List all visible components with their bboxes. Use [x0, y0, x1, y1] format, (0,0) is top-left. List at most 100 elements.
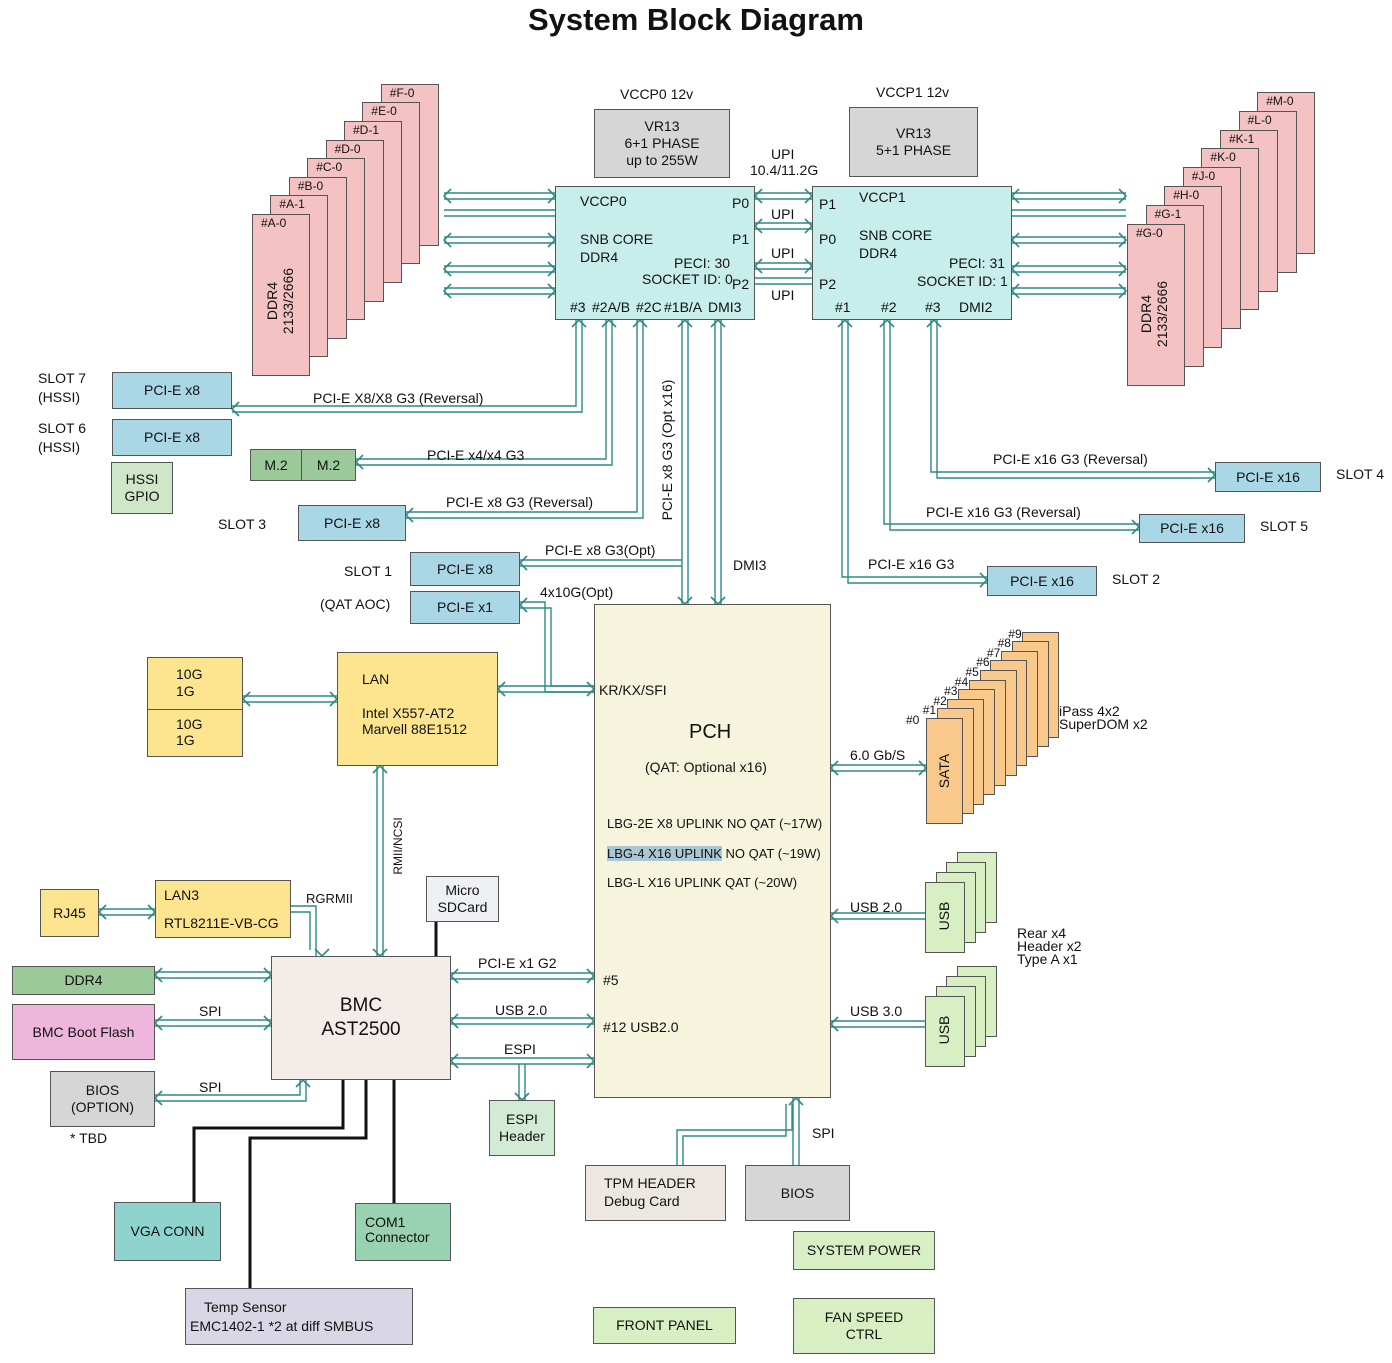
dimm-right-label: #K-1: [1229, 131, 1255, 146]
arrow-head: [547, 188, 557, 204]
sata-rate: 6.0 Gb/S: [850, 747, 906, 763]
bus-x4x4-label: PCI-E x4/x4 G3: [427, 447, 525, 463]
upi-link-1: UPI: [771, 206, 795, 222]
bus-line: [683, 1110, 786, 1165]
pcie-g2-label: PCI-E x1 G2: [478, 955, 557, 971]
slot3-label: SLOT 3: [218, 516, 266, 532]
slot2-pcie-x16: PCI-E x16: [987, 566, 1097, 596]
rmii-ncsi-label: RMII/NCSI: [391, 817, 405, 875]
arrow-head: [1118, 261, 1128, 277]
arrow-head: [295, 1078, 311, 1088]
arrow-head: [442, 232, 452, 248]
arrow-head: [314, 948, 330, 958]
bus-line: [841, 320, 987, 578]
sata-id: #8: [997, 636, 1011, 651]
bus-x16rev-slot5-label: PCI-E x16 G3 (Reversal): [926, 504, 1081, 520]
slot4-label: SLOT 4: [1336, 466, 1384, 482]
slot7-sub: (HSSI): [38, 389, 80, 405]
sata-device: [926, 718, 963, 824]
arrow-head: [601, 318, 617, 328]
arrow-head: [354, 454, 364, 470]
sata-label: SATA: [936, 753, 952, 789]
dimm-right-label: #H-0: [1173, 188, 1200, 203]
sata-id: #2: [933, 693, 947, 708]
arrow-head: [449, 1013, 459, 1029]
vga-conn-box: VGA CONN: [114, 1202, 221, 1261]
sata-id: #5: [965, 665, 979, 679]
arrow-head: [753, 258, 763, 274]
dimm-left-label: #D-1: [353, 123, 380, 137]
dimm-right-label: #L-0: [1247, 112, 1272, 127]
sata-note-1: iPass 4x2: [1059, 703, 1120, 719]
upi-link-3: UPI: [771, 287, 795, 303]
rj45-box: RJ45: [40, 889, 99, 937]
dimm-left-label: #F-0: [389, 85, 415, 100]
dimm-left-label: #E-0: [371, 104, 397, 119]
bios-box: BIOS: [745, 1165, 850, 1221]
sata-note-2: SuperDOM x2: [1059, 716, 1148, 732]
bus-line: [356, 320, 613, 466]
usb-note-1: Rear x4: [1017, 925, 1067, 941]
slot5-pcie-x16: PCI-E x16: [1139, 514, 1245, 543]
arrow-head: [442, 188, 452, 204]
arrow-head: [97, 904, 107, 920]
slot1-label: SLOT 1: [344, 563, 392, 579]
bus-line: [847, 320, 987, 584]
slot7-label: SLOT 7: [38, 370, 86, 386]
sata-id: #4: [954, 674, 969, 689]
usb-label: USB: [936, 1015, 952, 1045]
bus-line: [291, 911, 311, 950]
dimm-right-label: #G-0: [1136, 226, 1163, 240]
ddr4-bmc-box: DDR4: [12, 966, 155, 995]
arrow-head: [829, 908, 839, 924]
arrow-head: [547, 261, 557, 277]
sata-id: #0: [906, 713, 920, 727]
bus-line: [291, 905, 317, 956]
system-power-box: SYSTEM POWER: [793, 1231, 935, 1270]
qat-pcie-x1: PCI-E x1: [410, 591, 520, 624]
arrow-head: [449, 1053, 459, 1069]
bus-x8x8-label: PCI-E X8/X8 G3 (Reversal): [313, 390, 484, 406]
usb-port: [925, 996, 965, 1067]
upi-speed-label: 10.4/11.2G: [750, 162, 819, 178]
sata-id: #6: [976, 655, 990, 670]
dimm-left-label: #A-0: [261, 216, 287, 230]
vr1-rail: VCCP1 12v: [876, 84, 950, 100]
cpu0-box: VCCP0 SNB CORE DDR4 PECI: 30 SOCKET ID: …: [555, 186, 755, 320]
bus-x8rev-label: PCI-E x8 G3 (Reversal): [446, 494, 594, 510]
sata-id: #1: [922, 703, 937, 718]
arrow-head: [1010, 261, 1020, 277]
bus-line: [406, 320, 644, 519]
arrow-head: [547, 232, 557, 248]
m2-slot-a: M.2: [250, 449, 302, 481]
upi-top-label: UPI: [771, 146, 795, 162]
sata-id: #9: [1008, 626, 1022, 641]
bmc-boot-flash-box: BMC Boot Flash: [12, 1004, 155, 1060]
dimm-left-slot: #A-0: [252, 214, 310, 376]
dimm-right-label: #K-0: [1210, 150, 1236, 165]
arrow-head: [788, 1096, 804, 1106]
arrow-head: [372, 764, 388, 774]
slot3-pcie-x8: PCI-E x8: [298, 505, 406, 541]
arrow-head: [1010, 188, 1020, 204]
dimm-left-label: #C-0: [316, 160, 343, 175]
dimm-right-label: #M-0: [1266, 93, 1294, 108]
arrow-head: [404, 507, 414, 523]
arrow-head: [1131, 519, 1141, 535]
bus-line: [889, 320, 1139, 531]
usb-note-2: Header x2: [1017, 938, 1082, 954]
dimm-right-label: #J-0: [1191, 169, 1216, 184]
arrow-head: [829, 1016, 839, 1032]
vr0-rail: VCCP0 12v: [620, 86, 694, 102]
pch-lbg4-highlight: LBG-4 X16 UPLINK: [607, 846, 722, 861]
rgrmii-label: RGRMII: [306, 891, 353, 906]
